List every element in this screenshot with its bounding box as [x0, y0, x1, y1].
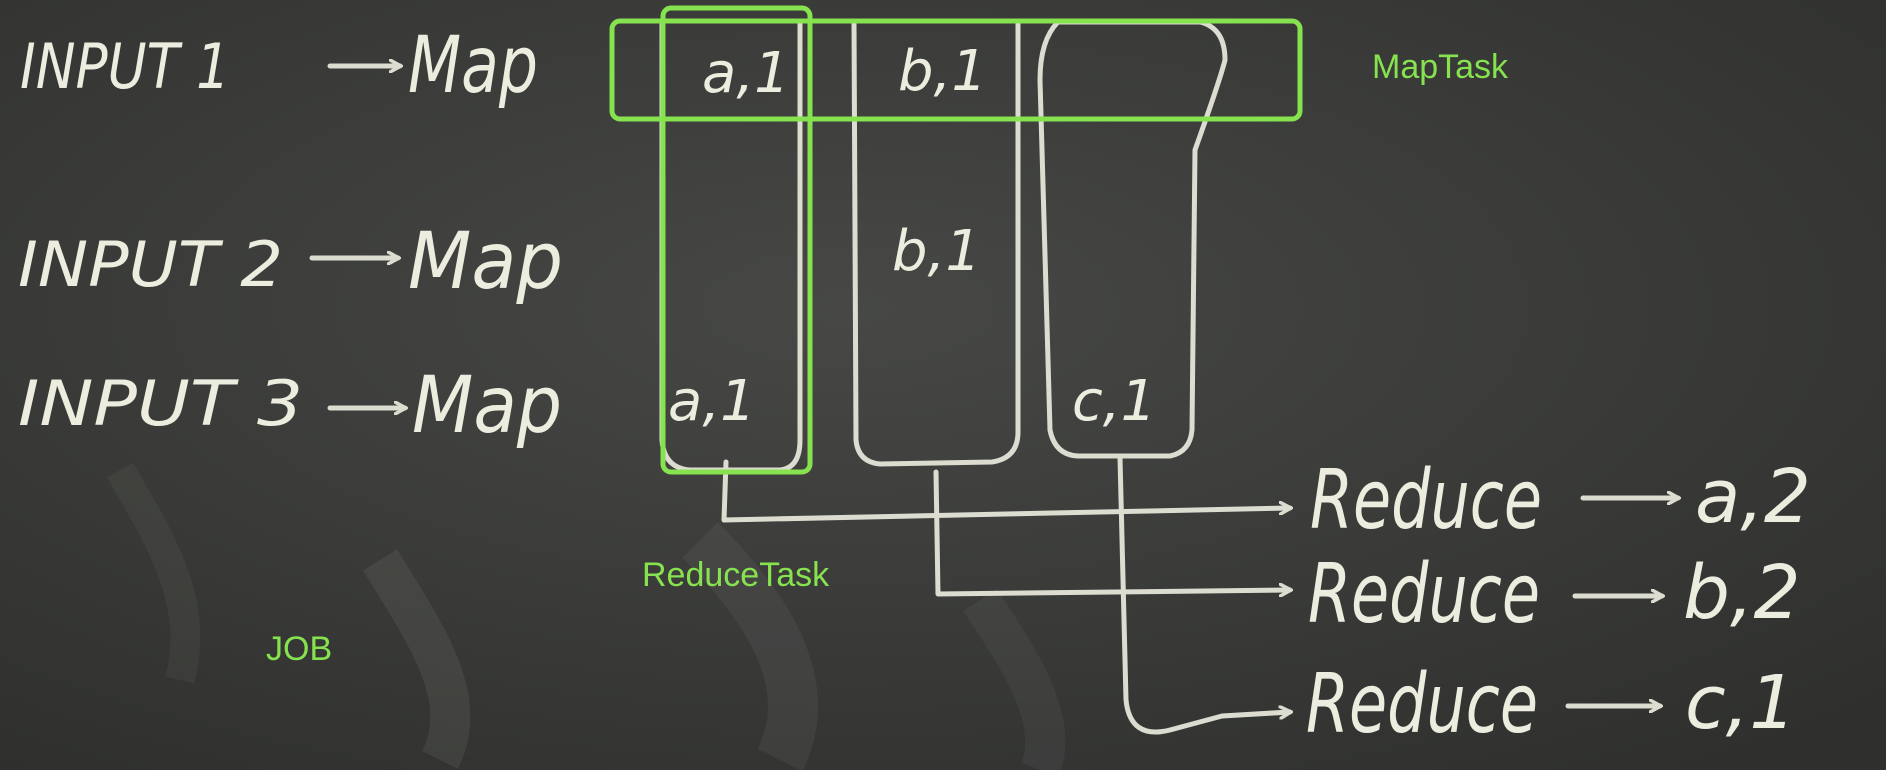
input-row-3: INPUT 3 Map: [18, 361, 562, 451]
input-3-label: INPUT 3: [18, 367, 303, 440]
input-1-label: INPUT 1: [20, 30, 230, 103]
reduce-row-1: Reduce a,2: [1310, 453, 1811, 548]
reducetask-label: ReduceTask: [642, 556, 830, 594]
route-c: [1117, 455, 1290, 735]
route-a: [721, 459, 1290, 523]
map-3-label: Map: [412, 361, 562, 451]
reduce-3-output: c,1: [1685, 660, 1796, 746]
job-label: JOB: [266, 630, 333, 668]
maptask-label: MapTask: [1372, 48, 1509, 86]
route-b: [933, 469, 1290, 594]
input-2-label: INPUT 2: [18, 228, 283, 301]
map-2-label: Map: [408, 217, 563, 307]
reduce-2-label: Reduce: [1308, 547, 1540, 642]
reduce-2-output: b,2: [1683, 550, 1801, 636]
pair-c1-row3: c,1: [1072, 369, 1156, 434]
reduce-1-output: a,2: [1695, 454, 1811, 540]
reduce-3-label: Reduce: [1306, 657, 1538, 752]
reduce-row-2: Reduce b,2: [1308, 547, 1801, 642]
pair-a1-row1: a,1: [702, 41, 790, 106]
reduce-1-label: Reduce: [1310, 453, 1542, 548]
reducetask-highlight-box: [660, 5, 813, 475]
maptask-highlight-box: [609, 18, 1303, 122]
input-row-2: INPUT 2 Map: [18, 217, 563, 307]
map-1-label: Map: [408, 21, 538, 111]
pair-b1-row2: b,1: [892, 219, 981, 284]
column-c-box: [1037, 19, 1228, 459]
pair-a1-row3: a,1: [668, 369, 756, 434]
column-b-box: [851, 19, 1021, 467]
pair-b1-row1: b,1: [898, 39, 987, 104]
chalk-smudges: [106, 462, 1066, 770]
reduce-row-3: Reduce c,1: [1306, 657, 1796, 752]
input-row-1: INPUT 1 Map: [20, 21, 538, 111]
